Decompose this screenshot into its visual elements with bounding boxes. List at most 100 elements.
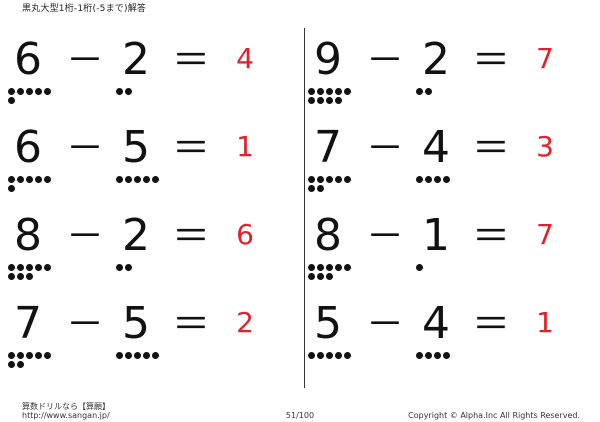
count-dot [17,88,24,95]
minuend: 7 [314,122,342,173]
minus-sign: － [366,302,405,346]
minus-sign: － [66,302,105,346]
count-dot [425,176,432,183]
count-dot [116,264,123,271]
minuend-dots [308,264,358,284]
subtrahend: 4 [422,122,450,173]
count-dot [44,264,51,271]
count-dot [17,352,24,359]
count-dot [416,176,423,183]
count-dot [308,264,315,271]
subtrahend-dots [416,88,466,108]
count-dot [134,176,141,183]
minus-sign: － [366,126,405,170]
minuend: 8 [314,210,342,261]
worksheet-title: 黒丸大型1桁-1桁(-5まで)解答 [22,4,147,14]
problem-3: 8 － 2 ＝ 6 [0,204,280,292]
count-dot [116,352,123,359]
minus-sign: － [66,126,105,170]
count-dot [317,352,324,359]
answer: 6 [236,218,254,251]
count-dot [308,88,315,95]
minus-sign: － [66,214,105,258]
equals-sign: ＝ [172,126,211,170]
count-dot [143,176,150,183]
count-dot [326,264,333,271]
column-divider [304,28,305,388]
count-dot [335,176,342,183]
count-dot [125,176,132,183]
count-dot [326,273,333,280]
minuend-dots [308,88,358,108]
subtrahend: 2 [122,34,150,85]
subtrahend-dots [116,264,166,284]
count-dot [317,88,324,95]
equals-sign: ＝ [472,214,511,258]
problem-6: 7 － 4 ＝ 3 [300,116,580,204]
copyright-notice: Copyright © Alpha.Inc All Rights Reserve… [408,411,580,420]
page-number: 51/100 [285,411,315,420]
count-dot [308,176,315,183]
count-dot [335,352,342,359]
count-dot [8,273,15,280]
minuend-dots [8,176,58,196]
minuend: 7 [14,298,42,349]
minuend: 6 [14,122,42,173]
count-dot [434,176,441,183]
count-dot [35,176,42,183]
subtrahend-dots [116,352,166,372]
minuend: 8 [14,210,42,261]
subtrahend: 5 [122,122,150,173]
count-dot [35,352,42,359]
count-dot [308,273,315,280]
count-dot [26,88,33,95]
minuend: 9 [314,34,342,85]
subtrahend-dots [116,88,166,108]
count-dot [134,352,141,359]
answer: 7 [536,42,554,75]
count-dot [17,176,24,183]
count-dot [116,88,123,95]
count-dot [125,352,132,359]
equals-sign: ＝ [172,302,211,346]
problem-1: 6 － 2 ＝ 4 [0,28,280,116]
count-dot [26,273,33,280]
count-dot [326,97,333,104]
count-dot [44,176,51,183]
subtrahend-dots [116,176,166,196]
count-dot [326,88,333,95]
answer: 4 [236,42,254,75]
count-dot [143,352,150,359]
minuend-dots [8,88,58,108]
problem-7: 8 － 1 ＝ 7 [300,204,580,292]
count-dot [17,361,24,368]
count-dot [125,88,132,95]
subtrahend: 1 [422,210,450,261]
count-dot [317,273,324,280]
count-dot [8,88,15,95]
count-dot [17,273,24,280]
minus-sign: － [66,38,105,82]
footer-url-link[interactable]: http://www.sangan.jp/ [22,411,110,420]
count-dot [308,97,315,104]
count-dot [344,176,351,183]
minuend-dots [308,176,358,196]
answer: 1 [536,306,554,339]
equals-sign: ＝ [172,214,211,258]
answer: 1 [236,130,254,163]
count-dot [434,352,441,359]
problem-4: 7 － 5 ＝ 2 [0,292,280,380]
count-dot [326,352,333,359]
count-dot [335,264,342,271]
count-dot [152,176,159,183]
answer: 7 [536,218,554,251]
count-dot [35,264,42,271]
equals-sign: ＝ [472,126,511,170]
subtrahend-dots [416,264,466,284]
count-dot [35,88,42,95]
count-dot [26,264,33,271]
count-dot [308,185,315,192]
subtrahend: 2 [422,34,450,85]
count-dot [26,352,33,359]
count-dot [8,264,15,271]
